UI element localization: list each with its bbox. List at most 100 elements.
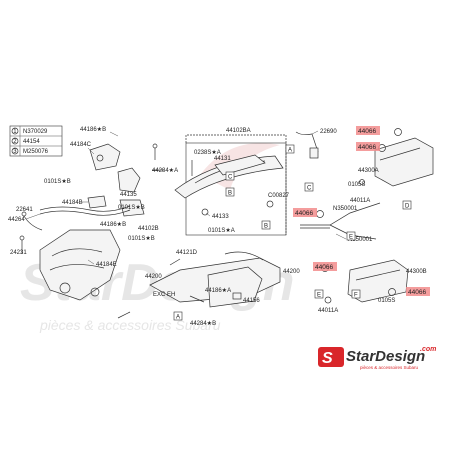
watermark-tagline: pièces & accessoires Subaru bbox=[39, 317, 221, 333]
highlight-box-2 bbox=[356, 142, 380, 151]
label-0101S-B-center: 0101S★B bbox=[118, 204, 145, 211]
highlight-label-4: 44066 bbox=[315, 264, 333, 271]
label-0105S-bot: 0105S bbox=[378, 298, 395, 304]
left-labels: 44186★B 44184C 0101S★B 44184B 22641 4426… bbox=[8, 126, 126, 268]
ref-box-A-top bbox=[285, 144, 295, 154]
rear-pipe-group bbox=[117, 128, 434, 319]
label-24231: 24231 bbox=[10, 250, 27, 256]
ref-B-right: B bbox=[264, 224, 268, 230]
left-manifold-group bbox=[19, 143, 145, 301]
label-44300A: 44300A bbox=[358, 168, 379, 174]
ref-box-B-center bbox=[225, 187, 235, 197]
highlight-box-5 bbox=[406, 287, 430, 296]
part-22690 bbox=[309, 147, 319, 159]
part-turbo-flange bbox=[117, 167, 141, 193]
label-22641: 22641 bbox=[16, 207, 33, 213]
legend-num-2: 2 bbox=[13, 139, 17, 145]
logo-emblem-letter: S bbox=[322, 350, 333, 367]
label-0101S-B-left: 0101S★B bbox=[44, 178, 71, 185]
part-44300A bbox=[374, 137, 434, 187]
logo-tagline: pièces & accessoires Subaru bbox=[360, 365, 419, 370]
reference-boxes: A C B B C D E E F A bbox=[173, 144, 412, 321]
highlight-label-1: 44066 bbox=[358, 128, 376, 135]
label-N350001-mid: N350001 bbox=[348, 237, 373, 243]
highlight-box-3 bbox=[293, 208, 317, 217]
part-44184C bbox=[89, 143, 121, 171]
label-0238S-A: 0238S★A bbox=[194, 149, 221, 156]
highlight-label-3: 44066 bbox=[295, 210, 313, 217]
label-44186-A: 44186★A bbox=[205, 287, 231, 294]
highlight-44066-group: 44066 44066 44066 44066 44066 bbox=[293, 126, 430, 296]
legend-table: 1 2 3 N370029 44154 M250076 bbox=[9, 125, 63, 157]
ref-A-top: A bbox=[288, 148, 292, 154]
ref-E-bot: E bbox=[317, 293, 321, 299]
label-0101S-A: 0101S★A bbox=[208, 227, 235, 234]
label-44156: 44156 bbox=[243, 298, 260, 304]
ref-box-E-bot bbox=[314, 289, 324, 299]
label-22690: 22690 bbox=[320, 129, 337, 135]
label-44102BA: 44102BA bbox=[226, 128, 251, 134]
label-44186-mid: 44186★B bbox=[100, 221, 126, 228]
label-C00827: C00827 bbox=[268, 193, 290, 199]
legend-num-1: 1 bbox=[13, 129, 17, 135]
ref-D: D bbox=[405, 204, 410, 210]
center-labels: 44102BA 0238S★A 44131 44284★A 44135 0101… bbox=[118, 128, 290, 242]
ref-B-center: B bbox=[228, 191, 232, 197]
part-44184E bbox=[39, 229, 121, 301]
label-N350001-top: N350001 bbox=[333, 206, 358, 212]
highlight-label-5: 44066 bbox=[408, 289, 426, 296]
ref-A-bot: A bbox=[176, 315, 180, 321]
rear-labels: 22690 44300A 0105S 44011A N350001 N35000… bbox=[145, 129, 427, 327]
part-44184B bbox=[87, 195, 107, 209]
logo-brand: StarDesign bbox=[346, 348, 425, 365]
label-44186-top: 44186★B bbox=[80, 126, 106, 133]
ref-box-C-right bbox=[304, 182, 314, 192]
label-44102B: 44102B bbox=[138, 226, 159, 232]
label-0101S-B-lower: 0101S★B bbox=[128, 235, 155, 242]
highlight-box-1 bbox=[356, 126, 380, 135]
label-44264: 44264 bbox=[8, 217, 25, 223]
highlight-box-4 bbox=[313, 262, 337, 271]
highlight-label-2: 44066 bbox=[358, 144, 376, 151]
ref-C-center: C bbox=[228, 175, 233, 181]
label-44131: 44131 bbox=[214, 156, 231, 162]
label-44284-B: 44284★B bbox=[190, 320, 216, 327]
label-44011A-top: 44011A bbox=[350, 198, 370, 204]
label-0105S: 0105S bbox=[348, 182, 365, 188]
legend-code-2: 44154 bbox=[23, 139, 40, 145]
label-44135: 44135 bbox=[120, 192, 137, 198]
logo-emblem bbox=[318, 347, 344, 367]
legend-code-3: M250076 bbox=[23, 149, 49, 155]
ref-C-right: C bbox=[307, 186, 312, 192]
label-44184B: 44184B bbox=[62, 200, 83, 206]
ref-F: F bbox=[354, 293, 358, 299]
label-44200-right: 44200 bbox=[283, 269, 300, 275]
label-44133: 44133 bbox=[212, 214, 229, 220]
part-44133 bbox=[201, 208, 209, 216]
label-44011A-bot: 44011A bbox=[318, 308, 338, 314]
legend-code-1: N370029 bbox=[23, 129, 48, 135]
legend-frame bbox=[9, 125, 63, 157]
label-44121D: 44121D bbox=[176, 250, 198, 256]
ref-box-D bbox=[402, 200, 412, 210]
label-EXC-EH: EXC EH bbox=[153, 292, 175, 298]
ref-box-A-bot bbox=[173, 311, 183, 321]
ref-box-F bbox=[351, 289, 361, 299]
ref-box-E-top bbox=[346, 231, 356, 241]
part-resonator bbox=[207, 266, 263, 308]
ref-box-B-right bbox=[261, 220, 271, 230]
label-44184C: 44184C bbox=[70, 142, 92, 148]
ref-E-top: E bbox=[349, 235, 353, 241]
label-44300B: 44300B bbox=[406, 269, 427, 275]
legend-num-3: 3 bbox=[13, 149, 17, 155]
label-44200-left: 44200 bbox=[145, 274, 162, 280]
ref-box-C-center bbox=[225, 171, 235, 181]
part-44135 bbox=[119, 199, 145, 217]
label-44284-A: 44284★A bbox=[152, 167, 178, 174]
part-44131 bbox=[214, 154, 266, 176]
brand-logo: S StarDesign .com pièces & accessoires S… bbox=[318, 346, 436, 370]
logo-domain: .com bbox=[420, 346, 436, 353]
label-44184E: 44184E bbox=[96, 262, 117, 268]
